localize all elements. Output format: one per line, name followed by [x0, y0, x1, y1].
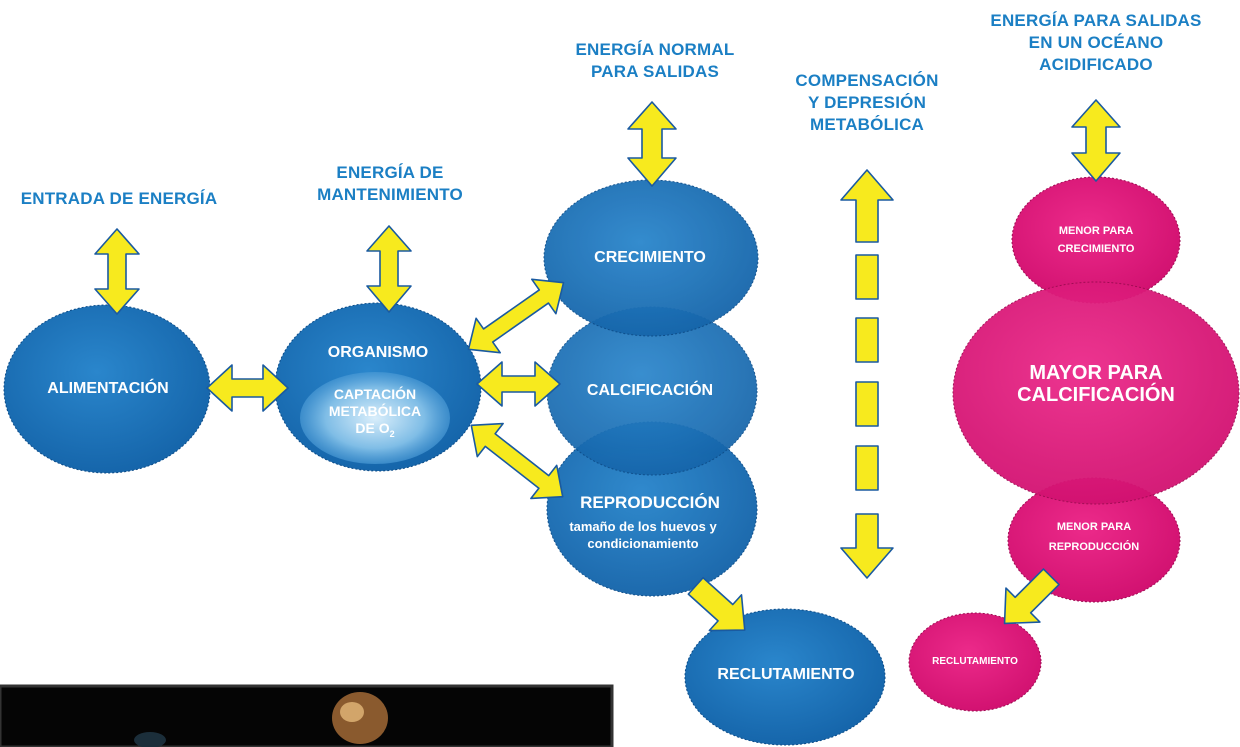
- reproduction-label: REPRODUCCIÓN: [580, 493, 720, 512]
- header-compensation: COMPENSACIÓN Y DEPRESIÓN METABÓLICA: [795, 71, 939, 134]
- up-arrow-icon: [840, 169, 894, 243]
- double-arrow-icon: [467, 278, 565, 354]
- more-calcification-label: MAYOR PARA CALCIFICACIÓN: [1017, 362, 1175, 406]
- double-arrow-icon: [366, 225, 412, 313]
- photo-frame: [0, 684, 614, 747]
- double-arrow-icon: [476, 361, 561, 407]
- header-normal-outputs: ENERGÍA NORMAL PARA SALIDAS: [575, 40, 735, 81]
- photo-blob: [134, 732, 166, 747]
- growth-node: [543, 179, 759, 337]
- header-maintenance: ENERGÍA DE MANTENIMIENTO: [317, 163, 463, 204]
- less-growth-label: MENOR PARA CRECIMIENTO: [1057, 225, 1135, 255]
- less-reproduction-label: MENOR PARA REPRODUCCIÓN: [1048, 521, 1140, 553]
- dash-bar: [855, 254, 879, 300]
- growth-label: CRECIMIENTO: [594, 249, 706, 266]
- dash-bar: [855, 381, 879, 427]
- dash-bar: [855, 445, 879, 491]
- organism-label: ORGANISMO: [327, 344, 429, 361]
- uptake-subscript: 2: [389, 428, 395, 439]
- dash-bar: [855, 317, 879, 363]
- recruitment-node: [684, 608, 886, 746]
- double-arrow-icon: [470, 422, 564, 500]
- calcification-label: CALCIFICACIÓN: [586, 382, 714, 399]
- uptake-label: CAPTACIÓN METABÓLICA DE O2: [328, 386, 422, 439]
- feeding-label: ALIMENTACIÓN: [47, 380, 169, 397]
- less-reproduction-node: [1007, 477, 1181, 603]
- more-calcification-node: [952, 281, 1240, 505]
- arrow-to-recruitment-icon: [687, 576, 746, 632]
- o2-uptake-node: [300, 372, 450, 464]
- recruitment-acid-label: RECLUTAMIENTO: [932, 656, 1018, 667]
- arrow-to-recruitment-acid-icon: [1003, 568, 1060, 625]
- less-growth-node: [1011, 176, 1181, 304]
- header-acidified-outputs: ENERGÍA PARA SALIDAS EN UN OCÉANO ACIDIF…: [990, 11, 1202, 74]
- photo-highlight: [340, 702, 364, 722]
- header-energy-input: ENTRADA DE ENERGÍA: [20, 189, 218, 208]
- recruitment-acid-node: [908, 612, 1042, 712]
- double-arrow-icon: [94, 228, 140, 315]
- double-arrow-icon: [1071, 99, 1121, 182]
- reproduction-sub-label: tamaño de los huevos y condicionamiento: [569, 519, 717, 551]
- double-arrow-icon: [206, 364, 289, 412]
- uptake-o-text: DE O: [355, 420, 390, 436]
- double-arrow-icon: [627, 101, 677, 187]
- down-arrow-icon: [840, 513, 894, 579]
- recruitment-label: RECLUTAMIENTO: [717, 666, 855, 683]
